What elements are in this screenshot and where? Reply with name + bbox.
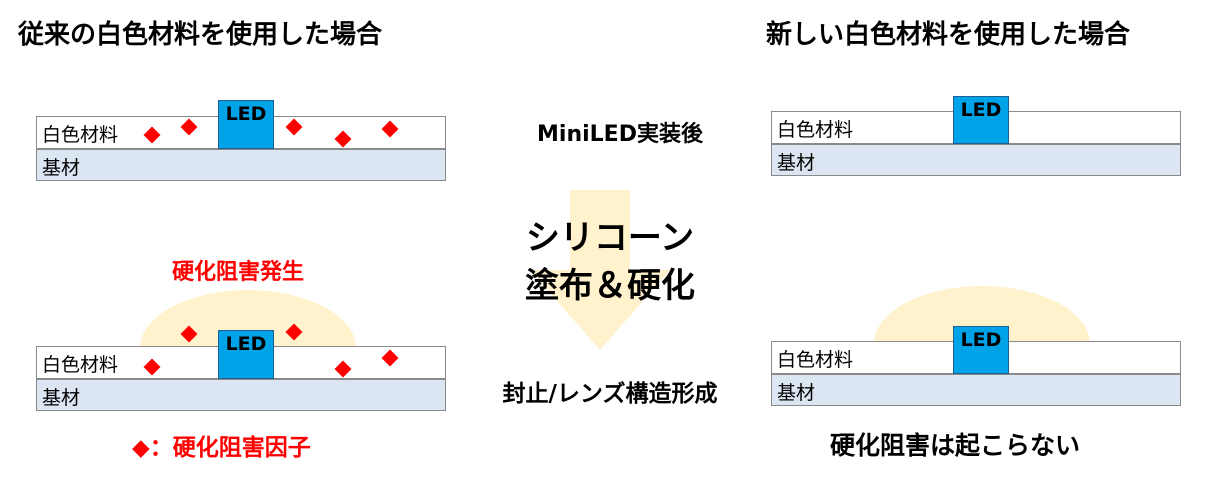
- step-silicone-line1: シリコーン: [525, 218, 695, 258]
- white-material-label: 白色材料: [42, 124, 119, 146]
- substrate-label: 基材: [42, 387, 81, 409]
- left-title: 従来の白色材料を使用した場合: [18, 20, 383, 50]
- substrate-layer: [36, 149, 446, 181]
- white-material-label: 白色材料: [777, 349, 854, 371]
- led-chip: LED: [218, 330, 274, 379]
- substrate-label: 基材: [777, 382, 816, 404]
- inhibitor-legend: ◆：硬化阻害因子: [132, 435, 311, 461]
- led-chip: LED: [953, 96, 1009, 144]
- substrate-label: 基材: [42, 157, 81, 179]
- substrate-label: 基材: [777, 152, 816, 174]
- substrate-layer: [771, 374, 1181, 406]
- right-title: 新しい白色材料を使用した場合: [766, 20, 1131, 50]
- white-material-label: 白色材料: [42, 354, 119, 376]
- led-chip: LED: [953, 326, 1009, 374]
- substrate-layer: [771, 144, 1181, 176]
- step-after-mounting: MiniLED実装後: [537, 122, 703, 147]
- white-material-label: 白色材料: [777, 119, 854, 141]
- led-chip: LED: [218, 100, 274, 149]
- step-encapsulation: 封止/レンズ構造形成: [502, 381, 718, 407]
- substrate-layer: [36, 379, 446, 411]
- no-inhibition-label: 硬化阻害は起こらない: [830, 431, 1081, 460]
- inhibition-occurs-label: 硬化阻害発生: [172, 260, 305, 285]
- step-silicone-line2: 塗布＆硬化: [525, 266, 695, 306]
- process-arrow: [530, 190, 670, 350]
